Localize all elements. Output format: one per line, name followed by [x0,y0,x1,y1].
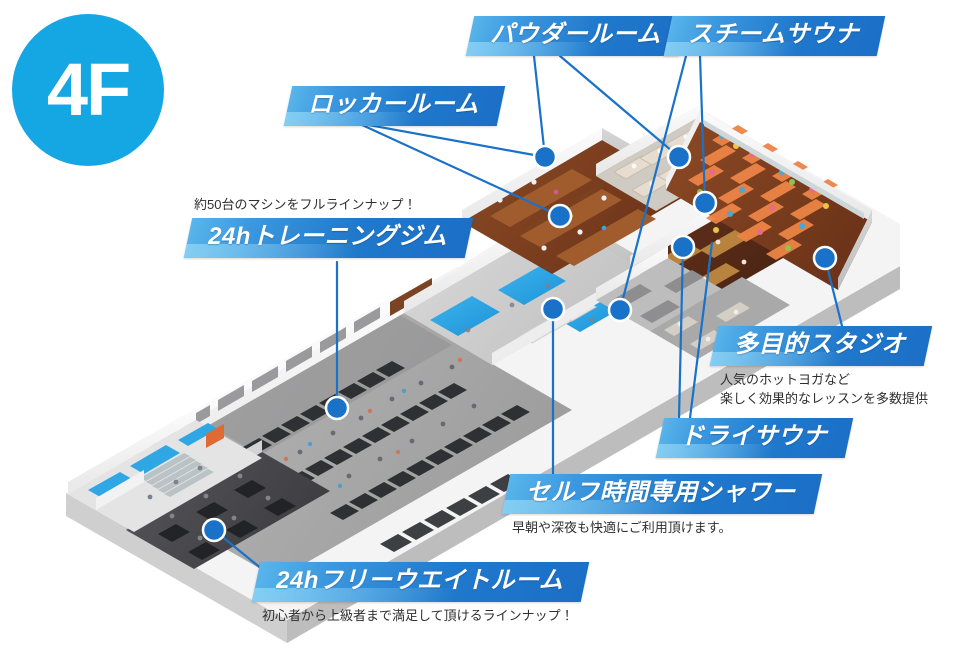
callout-title-dry-sauna: ドライサウナ [680,423,828,450]
floor-badge-bubble [12,14,164,166]
callout-self-time-shower[interactable]: セルフ時間専用シャワー 早朝や深夜も快適にご利用頂けます。 [501,474,822,537]
callout-powder-room[interactable]: パウダールーム [465,16,688,56]
callout-title-steam-sauna: スチームサウナ [688,21,859,48]
callout-title-powder-room: パウダールーム [490,21,661,48]
banner-locker-room: ロッカールーム [283,86,506,126]
callout-title-multipurpose-studio: 多目的スタジオ [734,331,906,358]
callout-title-locker-room: ロッカールーム [308,91,479,118]
callout-multipurpose-studio[interactable]: 多目的スタジオ 人気のホットヨガなど 楽しく効果的なレッスンを多数提供 [709,326,932,409]
banner-multipurpose-studio: 多目的スタジオ [709,326,932,366]
callout-sub-free-weight-room: 初心者から上級者まで満足して頂けるラインナップ！ [262,607,574,623]
callout-title-free-weight-room: 24hフリーウエイトルーム [276,567,564,594]
callout-dry-sauna[interactable]: ドライサウナ [655,418,854,458]
banner-dry-sauna: ドライサウナ [655,418,854,458]
callout-locker-room[interactable]: ロッカールーム [283,86,506,126]
banner-free-weight-room: 24hフリーウエイトルーム [251,562,590,602]
callout-sub-self-time-shower: 早朝や深夜も快適にご利用頂けます。 [512,519,732,535]
banner-self-time-shower: セルフ時間専用シャワー [501,474,822,514]
callout-training-gym[interactable]: 約50台のマシンをフルラインナップ！ 24hトレーニングジム [183,196,474,258]
callout-free-weight-room[interactable]: 24hフリーウエイトルーム 初心者から上級者まで満足して頂けるラインナップ！ [251,562,590,625]
zone-entrance-stairs [68,408,262,532]
banner-training-gym: 24hトレーニングジム [183,217,474,258]
callout-eyebrow-training-gym: 約50台のマシンをフルラインナップ！ [194,197,417,212]
floor-badge: 4F [12,14,164,166]
banner-steam-sauna: スチームサウナ [663,16,886,56]
callout-title-self-time-shower: セルフ時間専用シャワー [526,479,796,506]
studio-sub-line-1: 人気のホットヨガなど [720,371,851,387]
callout-steam-sauna[interactable]: スチームサウナ [663,16,886,56]
banner-powder-room: パウダールーム [465,16,688,56]
callout-title-training-gym: 24hトレーニングジム [208,222,447,250]
studio-sub-line-2: 楽しく効果的なレッスンを多数提供 [720,391,929,407]
floor-badge-label: 4F [46,48,131,131]
callout-sub-multipurpose-studio: 人気のホットヨガなど 楽しく効果的なレッスンを多数提供 [720,370,928,409]
